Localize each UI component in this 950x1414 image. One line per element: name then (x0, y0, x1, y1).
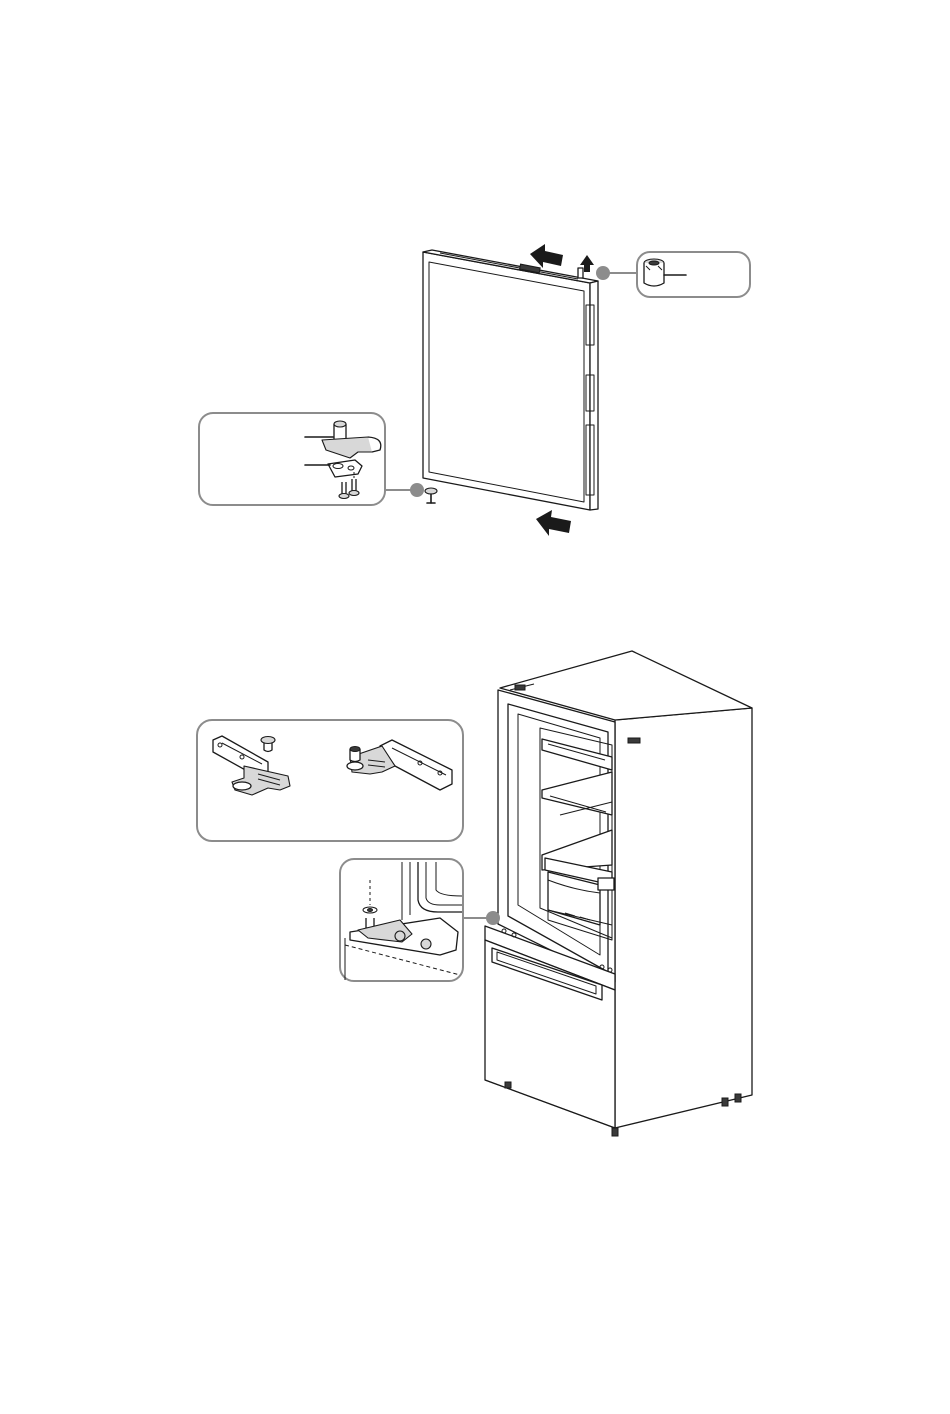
freezer-door (423, 250, 598, 510)
door-figure (199, 244, 750, 536)
cabinet-side (615, 708, 752, 1128)
pull-door-bottom-arrow (536, 510, 571, 536)
hinge-pin-cap-icon (644, 259, 664, 286)
middle-hinge-detail-callout (340, 859, 500, 981)
lift-door-top-arrow (530, 244, 563, 268)
door-bottom-pin (425, 488, 437, 503)
refrigerator-figure (197, 651, 752, 1136)
pin-removal-up-arrow (578, 255, 594, 278)
bottom-hinge-assembly-callout (199, 413, 424, 505)
top-hinge-pin-callout (596, 252, 750, 297)
hinge-parts-callout (197, 720, 463, 841)
